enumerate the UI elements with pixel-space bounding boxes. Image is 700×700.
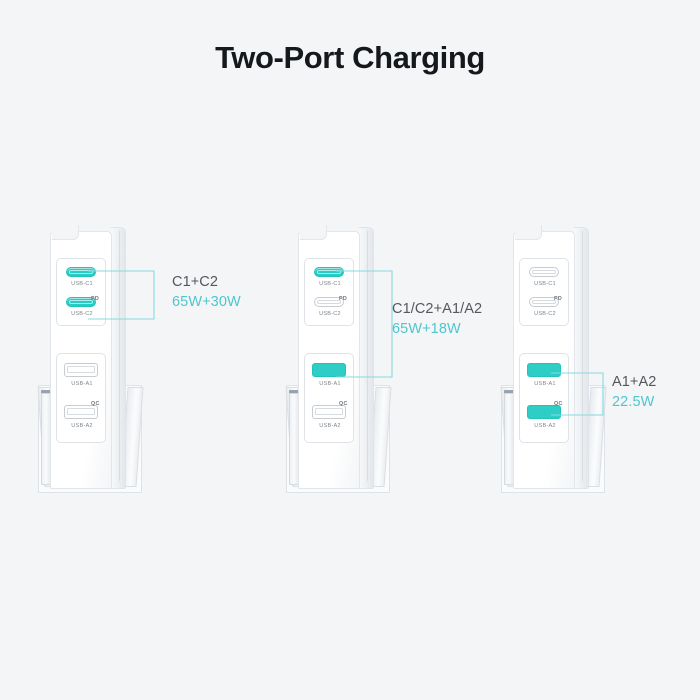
usb-a-port-inner	[67, 366, 95, 373]
charger-3-port-usb-a1[interactable]	[527, 363, 561, 377]
charger-2-usbc-panel: USB-C1 USB-C2	[304, 258, 354, 326]
charger-3-port-usb-a2[interactable]	[527, 405, 561, 419]
charger-1-qc-marker: QC	[91, 401, 100, 407]
charger-2-usba-panel: USB-A1 USB-A2	[304, 353, 354, 443]
charger-2-label-usb-a1: USB-A1	[319, 381, 341, 387]
usb-c-port-inner	[69, 270, 93, 274]
charger-prong-cap	[41, 390, 51, 394]
usb-c-port-inner	[532, 300, 556, 304]
usb-a-port-inner	[530, 366, 558, 373]
charger-1-pd-marker: PD	[91, 296, 100, 302]
charger-3-device: USB-C1 USB-C2 USB-A1	[500, 225, 607, 493]
usb-a-port-icon	[312, 363, 346, 377]
charger-3-usbc-panel: USB-C1 USB-C2	[519, 258, 569, 326]
charger-1-port-usb-c1[interactable]	[66, 267, 96, 277]
usb-c-port-icon	[529, 267, 559, 277]
charger-3-port-usb-c2[interactable]	[529, 297, 559, 307]
charger-body-seam	[367, 231, 368, 481]
charger-3-pd-marker: PD	[554, 296, 563, 302]
usb-a-port-icon	[527, 405, 561, 419]
page-title: Two-Port Charging	[215, 40, 485, 75]
charger-2-port-usb-c1[interactable]	[314, 267, 344, 277]
usb-c-port-icon	[529, 297, 559, 307]
charger-2-port-usb-a2[interactable]	[312, 405, 346, 419]
charger-2-label-usb-c1: USB-C1	[319, 281, 341, 287]
usb-c-port-icon	[314, 267, 344, 277]
charger-prong-cap	[289, 390, 299, 394]
charger-2-pd-marker: PD	[339, 296, 348, 302]
charger-1-device: USB-C1 USB-C2 USB-A1	[37, 225, 144, 493]
charger-body-notch	[52, 225, 79, 240]
charger-3-qc-marker: QC	[554, 401, 563, 407]
charger-2-port-usb-a1[interactable]	[312, 363, 346, 377]
usb-c-port-inner	[69, 300, 93, 304]
usb-c-port-inner	[317, 300, 341, 304]
charger-prong-cap	[504, 390, 514, 394]
charger-3-callout-wattage: 22.5W	[612, 393, 655, 410]
charger-3-callout-ports: A1+A2	[612, 374, 657, 390]
charger-body-seam	[582, 231, 583, 481]
charger-1-port-usb-a1[interactable]	[64, 363, 98, 377]
usb-c-port-inner	[532, 270, 556, 274]
charger-3-usba-panel: USB-A1 USB-A2	[519, 353, 569, 443]
usb-a-port-inner	[530, 408, 558, 415]
charger-1-label-usb-c2: USB-C2	[71, 311, 93, 317]
charger-3-label-usb-a1: USB-A1	[534, 381, 556, 387]
charger-1-callout: C1+C2 65W+30W	[172, 273, 241, 312]
charger-body-side	[574, 227, 589, 489]
charger-2-label-usb-c2: USB-C2	[319, 311, 341, 317]
usb-a-port-icon	[312, 405, 346, 419]
charger-3-label-usb-c2: USB-C2	[534, 311, 556, 317]
charger-1-callout-ports: C1+C2	[172, 274, 219, 290]
charger-1-label-usb-a2: USB-A2	[71, 423, 93, 429]
charger-1-callout-wattage: 65W+30W	[172, 293, 241, 310]
charger-1-label-usb-c1: USB-C1	[71, 281, 93, 287]
charger-2-callout: C1/C2+A1/A2 65W+18W	[392, 300, 482, 339]
charger-diagram-scene: USB-C1 USB-C2 USB-A1	[0, 225, 700, 505]
usb-a-port-icon	[527, 363, 561, 377]
charger-2-device: USB-C1 USB-C2 USB-A1	[285, 225, 392, 493]
charger-3-group: USB-C1 USB-C2 USB-A1	[485, 225, 695, 505]
charger-1-label-usb-a1: USB-A1	[71, 381, 93, 387]
usb-a-port-icon	[64, 363, 98, 377]
charger-3-label-usb-a2: USB-A2	[534, 423, 556, 429]
charger-1-group: USB-C1 USB-C2 USB-A1	[22, 225, 241, 505]
usb-a-port-inner	[315, 366, 343, 373]
charger-2-group: USB-C1 USB-C2 USB-A1	[270, 225, 482, 505]
usb-a-port-inner	[67, 408, 95, 415]
charger-body-seam	[119, 231, 120, 481]
charger-1-usba-panel: USB-A1 USB-A2	[56, 353, 106, 443]
usb-c-port-inner	[317, 270, 341, 274]
charger-3-callout: A1+A2 22.5W	[612, 373, 656, 412]
charger-3-label-usb-c1: USB-C1	[534, 281, 556, 287]
charger-2-qc-marker: QC	[339, 401, 348, 407]
charger-1-port-usb-a2[interactable]	[64, 405, 98, 419]
usb-a-port-inner	[315, 408, 343, 415]
charger-2-callout-ports: C1/C2+A1/A2	[392, 301, 483, 317]
charger-2-callout-wattage: 65W+18W	[392, 320, 461, 337]
usb-c-port-icon	[66, 267, 96, 277]
usb-a-port-icon	[64, 405, 98, 419]
charger-body-notch	[300, 225, 327, 240]
charger-3-port-usb-c1[interactable]	[529, 267, 559, 277]
charger-body-notch	[515, 225, 542, 240]
charger-2-label-usb-a2: USB-A2	[319, 423, 341, 429]
charger-1-usbc-panel: USB-C1 USB-C2	[56, 258, 106, 326]
